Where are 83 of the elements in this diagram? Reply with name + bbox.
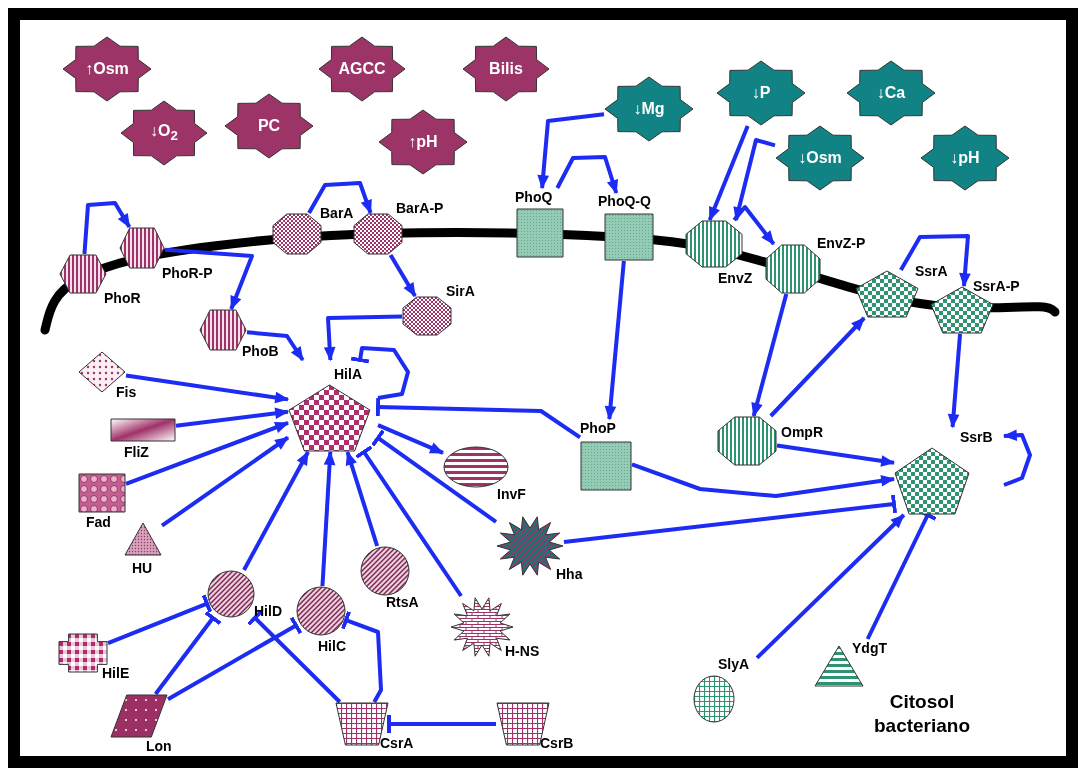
- activation-arrow: [175, 407, 290, 428]
- protein-label: InvF: [497, 486, 526, 503]
- activation-arrow: [751, 293, 789, 418]
- protein-label: PhoQ-Q: [598, 193, 651, 210]
- activation-arrow: [323, 314, 403, 362]
- signal-label: ↓pH: [950, 149, 980, 167]
- activation-arrow: [246, 330, 305, 362]
- protein-label: PhoB: [242, 343, 279, 360]
- protein-label: EnvZ: [718, 270, 753, 287]
- signal-label: ↓Ca: [876, 84, 906, 102]
- protein-label: PhoP: [580, 420, 616, 437]
- protein-label: SlyA: [718, 656, 750, 673]
- protein-label: Hha: [556, 566, 583, 583]
- protein-label: PhoR: [104, 290, 141, 307]
- activation-arrow: [631, 462, 896, 498]
- inhibition-line: [107, 594, 213, 645]
- inhibition-line: [355, 445, 463, 598]
- protein-label: OmpR: [781, 424, 823, 441]
- activation-arrow: [125, 373, 290, 404]
- protein-label: CsrB: [540, 735, 574, 752]
- signal-label: ↓Mg: [633, 100, 665, 118]
- activation-arrow: [732, 205, 776, 246]
- signal-label: ↑pH: [408, 133, 438, 151]
- activation-arrow: [947, 333, 963, 429]
- inhibition-line: [341, 611, 383, 703]
- protein-label: BarA: [320, 205, 354, 222]
- activation-arrow: [776, 443, 896, 467]
- activation-arrow: [160, 435, 290, 528]
- activation-arrow: [345, 450, 380, 547]
- protein-label: HilA: [334, 366, 362, 383]
- activation-arrow: [1002, 429, 1032, 487]
- signal-label: ↓P: [751, 84, 771, 102]
- protein-label: Lon: [146, 738, 172, 755]
- protein-label: HilC: [318, 638, 346, 655]
- protein-label: YdgT: [852, 640, 887, 657]
- inhibition-line: [350, 346, 410, 400]
- protein-label: H-NS: [505, 643, 540, 660]
- inhibition-line: [563, 494, 897, 545]
- protein-label: PhoQ: [515, 189, 553, 206]
- activation-arrow: [125, 421, 290, 486]
- signal-label: ↑Osm: [85, 60, 129, 78]
- inhibition-line: [154, 611, 222, 696]
- activation-arrow: [388, 253, 417, 298]
- activation-arrow: [604, 260, 626, 421]
- protein-label: SsrA-P: [973, 278, 1020, 295]
- activation-arrow: [899, 234, 971, 288]
- inhibition-line: [387, 715, 496, 733]
- activation-arrow: [320, 450, 336, 587]
- activation-arrow: [537, 112, 605, 190]
- protein-label: CsrA: [380, 735, 414, 752]
- signal-label: PC: [257, 117, 281, 135]
- activation-arrow: [307, 181, 373, 215]
- protein-label: SsrA: [915, 263, 948, 280]
- activation-arrow: [242, 450, 310, 571]
- protein-label: Fis: [116, 384, 137, 401]
- protein-label: BarA-P: [396, 200, 444, 217]
- inhibition-line: [167, 616, 303, 701]
- inhibition-line: [375, 398, 582, 440]
- protein-label: SirA: [446, 283, 475, 300]
- activation-arrow: [755, 513, 906, 660]
- activation-arrow: [707, 125, 750, 222]
- protein-label: HilD: [254, 603, 282, 620]
- signal-label: ↓O$_{2}$: [150, 122, 178, 144]
- protein-label: PhoR-P: [162, 265, 213, 282]
- inhibition-line: [247, 610, 342, 704]
- protein-label: HU: [132, 560, 153, 577]
- signal-label: Bilis: [489, 60, 523, 78]
- activation-arrow: [733, 138, 776, 222]
- protein-label: Fad: [86, 514, 111, 531]
- signal-label: AGCC: [338, 60, 386, 78]
- protein-label: FliZ: [124, 444, 149, 461]
- region-label: Citosol bacteriano: [872, 690, 972, 738]
- protein-label: RtsA: [386, 594, 419, 611]
- activation-arrow: [82, 201, 132, 255]
- signal-label: ↓Osm: [798, 149, 842, 167]
- protein-label: HilE: [102, 665, 130, 682]
- protein-label: EnvZ-P: [817, 235, 866, 252]
- activation-arrow: [377, 423, 445, 455]
- protein-label: SsrB: [960, 429, 993, 446]
- activation-arrow: [555, 155, 619, 195]
- activation-arrow: [769, 316, 866, 418]
- activation-arrow: [164, 247, 254, 311]
- inhibition-line: [371, 429, 498, 524]
